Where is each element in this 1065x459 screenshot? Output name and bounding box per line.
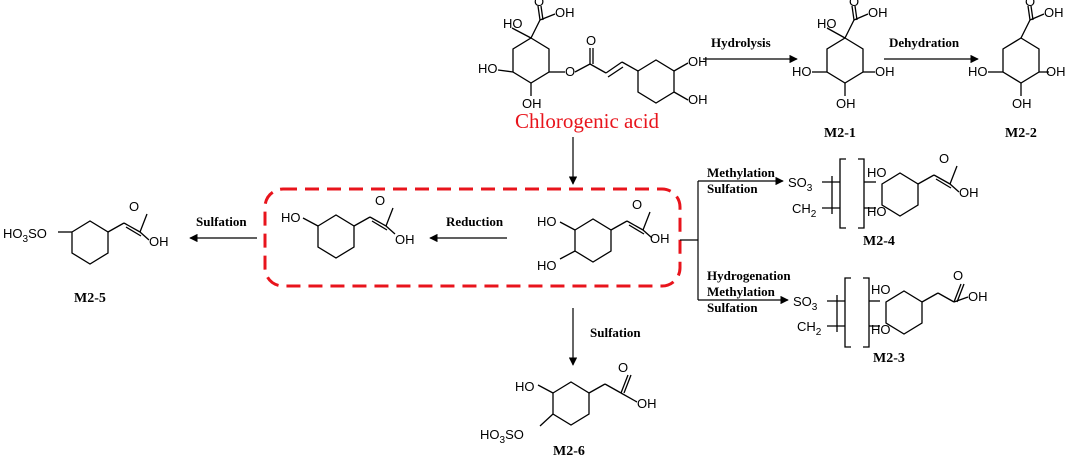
atom-ch2: CH2 [797,319,822,338]
sulfation-upper-label: Sulfation [707,181,758,196]
m2-5-label: M2-5 [74,291,106,306]
atom-oh: OH [836,96,856,111]
atom-ho: HO [281,210,301,225]
atom-oh: OH [637,396,657,411]
atom-o: O [586,33,596,48]
atom-oh: OH [555,5,575,20]
atom-oh: OH [959,185,979,200]
atom-o: O [632,197,642,212]
atom-ho: HO [478,61,498,76]
atom-oh: OH [395,232,415,247]
atom-o: O [953,268,963,283]
atom-so3: SO3 [788,175,813,194]
m2-6-label: M2-6 [553,444,585,459]
chlorogenic-acid-structure: HO OH O HO OH O O OH OH [478,0,708,111]
m2-5-structure: O OH HO3SO [3,199,169,265]
m2-2-structure: OH O HO OH OH [968,0,1065,111]
atom-oh: OH [968,289,988,304]
hydrolysis-label: Hydrolysis [711,35,771,50]
atom-ho: HO [503,16,523,31]
atom-oh: OH [875,64,895,79]
atom-ho3so: HO3SO [3,226,47,245]
m2-4-structure: SO3 CH2 HO HO O OH [788,151,979,229]
hydrogenation-label: Hydrogenation [707,268,791,283]
atom-oh: OH [868,5,888,20]
m2-4-label: M2-4 [863,234,895,249]
atom-o: O [618,360,628,375]
caffeic-acid-structure: O OH HO HO [537,197,670,273]
atom-o: O [939,151,949,166]
sulfation-left-label: Sulfation [196,214,247,229]
atom-ho: HO [871,322,891,337]
chlorogenic-acid-title: Chlorogenic acid [515,109,660,133]
reduction-label: Reduction [446,214,504,229]
sulfation-lower-label: Sulfation [707,300,758,315]
atom-o: O [565,64,575,79]
m2-3-label: M2-3 [873,351,905,366]
atom-oh: OH [688,92,708,107]
atom-ho: HO [792,64,812,79]
atom-ho: HO [867,204,887,219]
atom-o: O [534,0,544,9]
m2-2-label: M2-2 [1005,126,1037,141]
m2-1-structure: HO OH O HO OH OH [792,0,895,111]
atom-oh: OH [522,96,542,111]
sulfation-bottom-label: Sulfation [590,325,641,340]
m2-6-structure: O OH HO HO3SO [480,360,657,446]
m2-3-structure: SO3 CH2 HO HO O OH [793,268,988,348]
atom-o: O [1025,0,1035,9]
atom-o: O [129,199,139,214]
atom-oh: OH [149,234,169,249]
atom-ho: HO [968,64,988,79]
methylation-upper-label: Methylation [707,165,776,180]
atom-oh: OH [1012,96,1032,111]
atom-ho: HO [867,165,887,180]
atom-ho: HO [537,214,557,229]
dehydration-label: Dehydration [889,35,960,50]
atom-so3: SO3 [793,294,818,313]
methylation-lower-label: Methylation [707,284,776,299]
atom-o: O [375,193,385,208]
atom-ho: HO [817,16,837,31]
highlight-box [263,187,682,288]
atom-ch2: CH2 [792,201,817,220]
atom-oh: OH [1046,64,1065,79]
atom-oh: OH [650,231,670,246]
atom-o: O [849,0,859,9]
atom-ho3so: HO3SO [480,427,524,446]
m2-1-label: M2-1 [824,126,856,141]
atom-oh: OH [1044,5,1064,20]
m-coumaric-acid-structure: O OH HO [281,193,415,259]
atom-ho: HO [537,258,557,273]
atom-ho: HO [871,282,891,297]
atom-oh: OH [688,54,708,69]
atom-ho: HO [515,379,535,394]
